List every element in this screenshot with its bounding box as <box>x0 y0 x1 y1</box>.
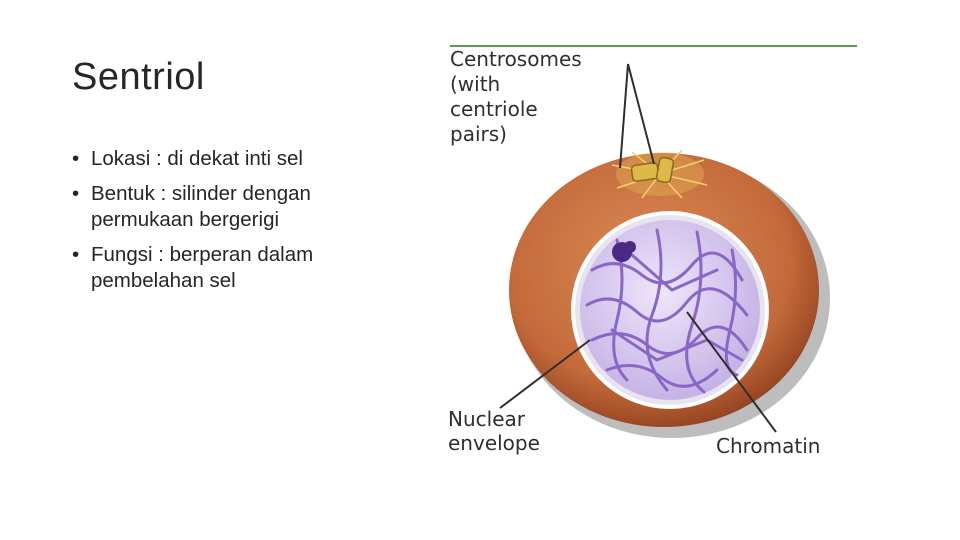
bullet-list: Lokasi : di dekat inti sel Bentuk : sili… <box>72 146 382 303</box>
centriole-2 <box>655 156 675 184</box>
chromatin-network <box>585 228 749 394</box>
bullet-item-lokasi: Lokasi : di dekat inti sel <box>72 146 382 172</box>
label-centrosomes-2: (with <box>450 72 500 96</box>
label-centrosomes-4: pairs) <box>450 122 507 146</box>
slide-title: Sentriol <box>72 56 205 98</box>
label-centrosomes-1: Centrosomes <box>450 47 582 71</box>
cell-diagram-svg: Centrosomes (with centriole pairs) Nucle… <box>448 45 857 458</box>
pointer-lines <box>499 63 777 433</box>
label-centrosomes-3: centriole <box>450 97 538 121</box>
centriole-1 <box>630 162 660 182</box>
bullet-item-fungsi: Fungsi : berperan dalam pembelahan sel <box>72 242 382 294</box>
label-chromatin: Chromatin <box>716 434 820 458</box>
cell-diagram: Centrosomes (with centriole pairs) Nucle… <box>442 40 862 465</box>
bullet-item-bentuk: Bentuk : silinder dengan permukaan berge… <box>72 181 382 233</box>
label-nuclear-1: Nuclear <box>448 407 526 431</box>
label-nuclear-2: envelope <box>448 431 540 455</box>
